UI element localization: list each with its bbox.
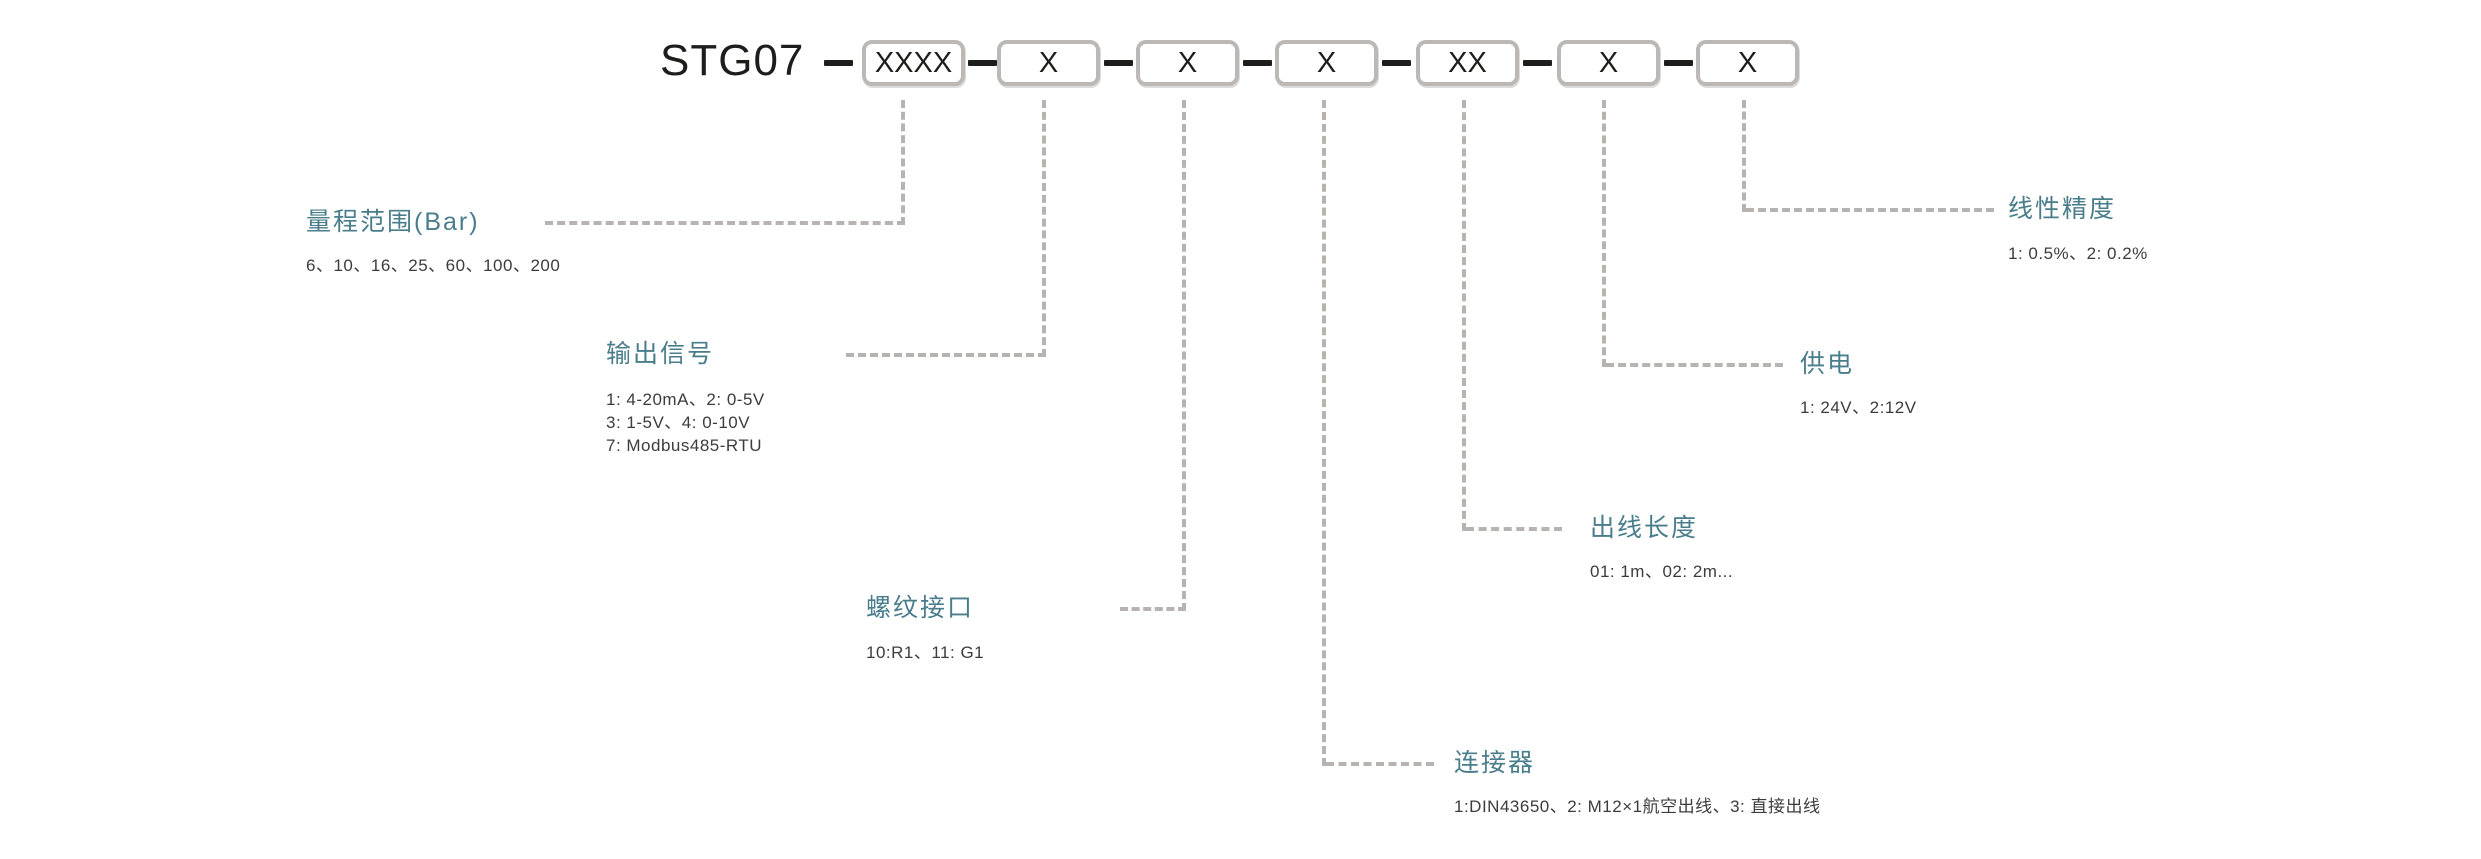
leader-vline-cable-length: [1462, 100, 1466, 531]
section-range-title: 量程范围(Bar): [306, 208, 480, 236]
section-cable-length-title: 出线长度: [1590, 514, 1699, 542]
code-separator-dash: [1523, 60, 1552, 66]
code-separator-dash: [968, 60, 997, 66]
code-box-cable-length: XX: [1416, 40, 1519, 86]
code-separator-dash: [1382, 60, 1411, 66]
code-box-connector: X: [1275, 40, 1378, 86]
section-connector-values: 1:DIN43650、2: M12×1航空出线、3: 直接出线: [1454, 795, 1820, 818]
code-box-linearity: X: [1696, 40, 1799, 86]
section-power-supply-values: 1: 24V、2:12V: [1800, 396, 1917, 419]
code-box-thread-port: X: [1136, 40, 1239, 86]
section-output-signal-line: 3: 1-5V、4: 0-10V: [606, 413, 751, 432]
section-cable-length-values: 01: 1m、02: 2m...: [1590, 560, 1733, 583]
section-connector-line: 1:DIN43650、2: M12×1航空出线、3: 直接出线: [1454, 797, 1821, 816]
section-range-values: 6、10、16、25、60、100、200: [306, 254, 560, 277]
section-thread-port-title: 螺纹接口: [866, 594, 975, 622]
code-box-power-supply: X: [1557, 40, 1660, 86]
section-output-signal-values: 1: 4-20mA、2: 0-5V 3: 1-5V、4: 0-10V 7: Mo…: [606, 388, 765, 457]
leader-hline-connector: [1326, 762, 1434, 766]
section-output-signal-title: 输出信号: [606, 340, 715, 368]
leader-vline-thread-port: [1182, 100, 1186, 611]
section-power-supply-title: 供电: [1800, 350, 1855, 378]
leader-hline-range: [545, 221, 905, 225]
leader-hline-linearity: [1746, 208, 1994, 212]
code-separator-dash: [1664, 60, 1693, 66]
leader-hline-power-supply: [1606, 363, 1783, 367]
section-cable-length-line: 01: 1m、02: 2m...: [1590, 562, 1734, 581]
section-thread-port-line: 10:R1、11: G1: [866, 643, 985, 662]
code-separator-dash: [824, 60, 853, 66]
section-linearity-line: 1: 0.5%、2: 0.2%: [2008, 244, 2148, 263]
section-output-signal-line: 1: 4-20mA、2: 0-5V: [606, 390, 765, 409]
leader-hline-output-signal: [846, 353, 1046, 357]
section-linearity-values: 1: 0.5%、2: 0.2%: [2008, 242, 2148, 265]
leader-vline-power-supply: [1602, 100, 1606, 367]
leader-hline-cable-length: [1466, 527, 1562, 531]
section-output-signal-line: 7: Modbus485-RTU: [606, 436, 763, 455]
product-code-prefix: STG07: [660, 36, 805, 85]
section-range-line: 6、10、16、25、60、100、200: [306, 256, 561, 275]
code-box-output-signal: X: [997, 40, 1100, 86]
leader-vline-output-signal: [1042, 100, 1046, 357]
section-thread-port-values: 10:R1、11: G1: [866, 641, 984, 664]
code-separator-dash: [1243, 60, 1272, 66]
section-linearity-title: 线性精度: [2008, 195, 2117, 223]
leader-vline-linearity: [1742, 100, 1746, 212]
code-separator-dash: [1104, 60, 1133, 66]
leader-vline-range: [901, 100, 905, 225]
leader-vline-connector: [1322, 100, 1326, 766]
code-box-range: XXXX: [862, 40, 965, 86]
section-power-supply-line: 1: 24V、2:12V: [1800, 398, 1917, 417]
section-connector-title: 连接器: [1454, 749, 1536, 777]
leader-hline-thread-port: [1120, 607, 1186, 611]
